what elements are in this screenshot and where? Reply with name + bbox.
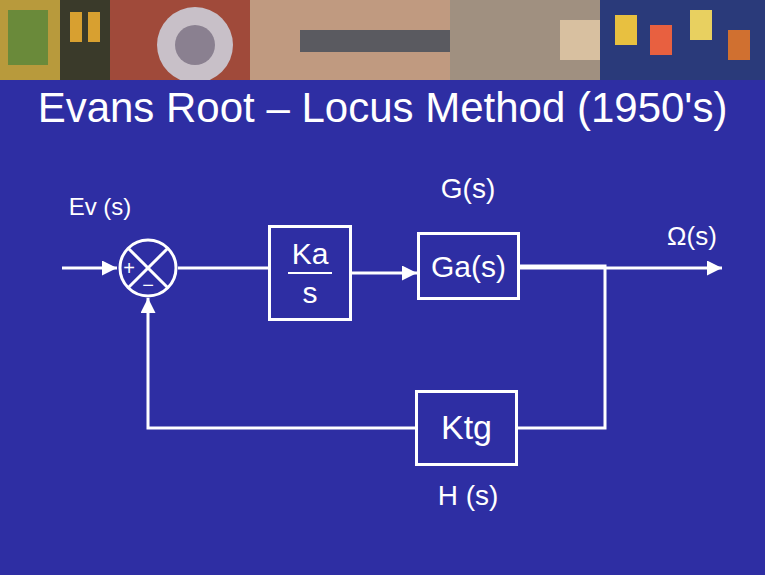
block-box: Ga(s) bbox=[417, 232, 520, 300]
signal-label: Ev (s) bbox=[69, 193, 132, 221]
signal-label: H (s) bbox=[438, 480, 499, 512]
signal-label: G(s) bbox=[441, 173, 495, 205]
banner-photo bbox=[60, 0, 110, 80]
banner-photo bbox=[615, 15, 637, 45]
banner-photo bbox=[690, 10, 712, 40]
banner-photo bbox=[600, 0, 765, 80]
slide-title: Evans Root – Locus Method (1950's) bbox=[0, 84, 765, 132]
block-label: s bbox=[303, 276, 318, 309]
fraction-bar bbox=[288, 272, 332, 274]
banner-photo bbox=[88, 12, 100, 42]
banner-photo bbox=[8, 10, 48, 65]
integrator-box: Ka s bbox=[268, 225, 352, 321]
signal-label: Ω(s) bbox=[667, 221, 717, 252]
input-wire bbox=[62, 267, 117, 270]
banner-photo bbox=[728, 30, 750, 60]
block-box: Ktg bbox=[415, 390, 518, 466]
block-label: Ga(s) bbox=[431, 250, 506, 283]
banner-ground bbox=[0, 0, 765, 80]
signal-connector bbox=[178, 267, 268, 270]
banner-photo bbox=[300, 30, 450, 52]
banner-photo bbox=[0, 0, 60, 80]
signal-connector bbox=[352, 272, 417, 275]
banner-photo bbox=[560, 20, 600, 60]
banner-photo bbox=[450, 0, 600, 80]
banner-photo bbox=[175, 25, 215, 65]
sign-label: + bbox=[123, 258, 135, 278]
sign-label: − bbox=[142, 275, 154, 295]
banner-photo bbox=[250, 0, 450, 80]
signal-connector bbox=[518, 266, 605, 428]
block-label: Ka bbox=[292, 237, 329, 270]
banner-photo bbox=[157, 7, 233, 80]
photo-banner bbox=[0, 0, 765, 80]
block-label: Ktg bbox=[441, 409, 492, 446]
banner-photo bbox=[70, 12, 82, 42]
banner-photo bbox=[650, 25, 672, 55]
summing-junction: +− bbox=[118, 238, 178, 298]
